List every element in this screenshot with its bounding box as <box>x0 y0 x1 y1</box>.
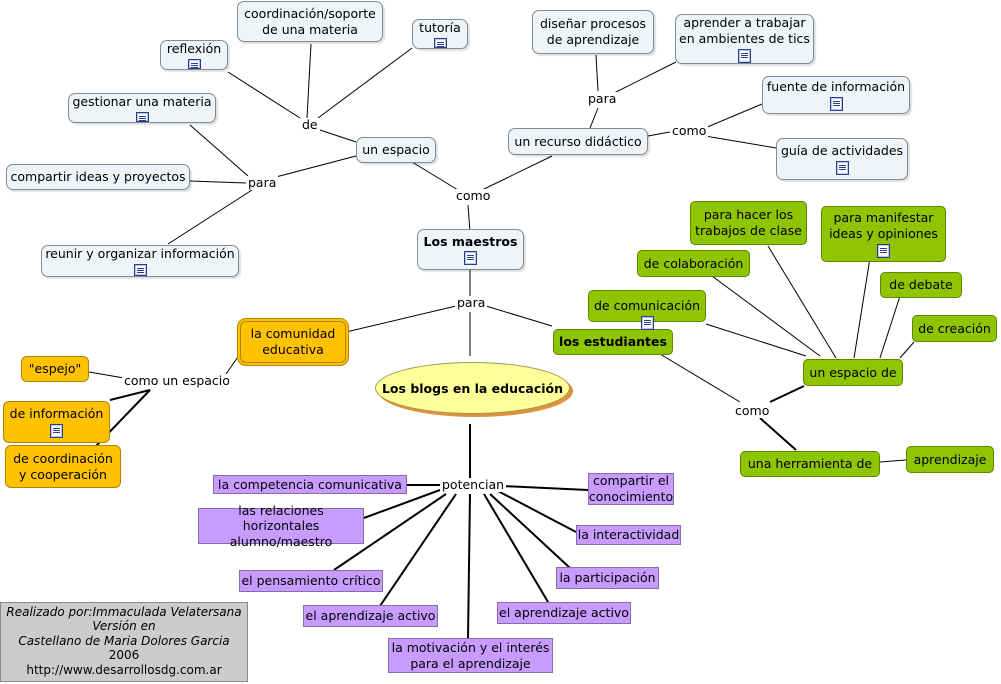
credits-box: Realizado por:Immaculada Velatersana Ver… <box>0 602 248 682</box>
node-reunir[interactable]: reunir y organizar información <box>41 245 239 277</box>
document-icon[interactable] <box>464 251 477 266</box>
link-label-para: para <box>246 175 279 190</box>
credits-url[interactable]: http://www.desarrollosdg.com.ar <box>26 662 222 677</box>
document-icon[interactable] <box>835 160 849 175</box>
node-pensamiento[interactable]: el pensamiento crítico <box>239 570 383 592</box>
credits-translator: Castellano de Maria Dolores Garcia <box>18 633 230 648</box>
document-icon[interactable] <box>641 316 654 330</box>
link-label-para: para <box>455 295 488 310</box>
node-aprendizaje-activo-1[interactable]: el aprendizaje activo <box>303 605 438 627</box>
document-icon[interactable] <box>187 58 201 69</box>
node-aprender[interactable]: aprender a trabajar en ambientes de tics <box>675 14 814 64</box>
document-icon[interactable] <box>829 96 843 111</box>
node-participacion[interactable]: la participación <box>556 567 659 589</box>
node-de-informacion[interactable]: de información <box>3 401 110 443</box>
link-label-potencian: potencian <box>440 477 507 492</box>
node-para-manifestar[interactable]: para manifestar ideas y opiniones <box>821 206 946 262</box>
node-de-debate[interactable]: de debate <box>880 272 962 298</box>
node-reflexion[interactable]: reflexión <box>160 40 228 70</box>
node-aprendizaje-activo-2[interactable]: el aprendizaje activo <box>497 602 631 624</box>
central-topic-blogs[interactable]: Los blogs en la educación <box>375 362 570 414</box>
document-icon[interactable] <box>877 243 890 258</box>
node-tutoria[interactable]: tutoría <box>412 19 468 49</box>
node-un-espacio[interactable]: un espacio <box>356 137 436 163</box>
node-gestionar[interactable]: gestionar una materia <box>68 93 216 123</box>
node-recurso[interactable]: un recurso didáctico <box>508 128 648 155</box>
node-relaciones[interactable]: las relaciones horizontales alumno/maest… <box>198 503 364 549</box>
node-de-colaboracion[interactable]: de colaboración <box>637 250 750 277</box>
node-un-espacio-de[interactable]: un espacio de <box>803 359 903 386</box>
document-icon[interactable] <box>433 37 447 48</box>
node-comunidad[interactable]: la comunidad educativa <box>240 321 346 363</box>
credits-author: Realizado por:Immaculada Velatersana <box>6 605 242 619</box>
link-label-como: como <box>670 123 709 138</box>
node-compartir-conocimiento[interactable]: compartir el conocimiento <box>588 473 674 505</box>
node-para-hacer[interactable]: para hacer los trabajos de clase <box>690 201 807 245</box>
node-compartir-ideas[interactable]: compartir ideas y proyectos <box>6 164 190 190</box>
node-interactividad[interactable]: la interactividad <box>576 525 681 545</box>
node-aprendizaje[interactable]: aprendizaje <box>906 446 994 473</box>
link-label-como: como <box>733 403 772 418</box>
node-los-maestros[interactable]: Los maestros <box>417 229 524 270</box>
node-coordinacion-cooperacion[interactable]: de coordinación y cooperación <box>5 445 121 488</box>
document-icon[interactable] <box>738 48 751 63</box>
node-guia[interactable]: guía de actividades <box>776 138 908 180</box>
node-los-estudiantes[interactable]: los estudiantes <box>553 329 673 355</box>
document-icon[interactable] <box>50 423 63 438</box>
node-competencia[interactable]: la competencia comunicativa <box>213 475 407 494</box>
credits-version: Versión en <box>92 619 156 634</box>
node-disenar[interactable]: diseñar procesos de aprendizaje <box>532 10 654 54</box>
node-motivacion[interactable]: la motivación y el interés para el apren… <box>388 638 553 673</box>
node-herramienta[interactable]: una herramienta de <box>740 451 880 477</box>
link-label-de: de <box>300 117 320 132</box>
link-label-para: para <box>586 91 619 106</box>
document-icon[interactable] <box>133 263 147 276</box>
credits-year: 2006 <box>108 648 140 663</box>
node-de-creacion[interactable]: de creación <box>912 315 997 342</box>
node-espejo[interactable]: "espejo" <box>21 356 89 382</box>
node-fuente[interactable]: fuente de información <box>762 76 910 114</box>
link-label-como: como <box>454 188 493 203</box>
document-icon[interactable] <box>135 111 149 122</box>
link-label-como-un-espacio: como un espacio <box>122 373 232 388</box>
node-coordinacion[interactable]: coordinación/soporte de una materia <box>237 1 383 42</box>
